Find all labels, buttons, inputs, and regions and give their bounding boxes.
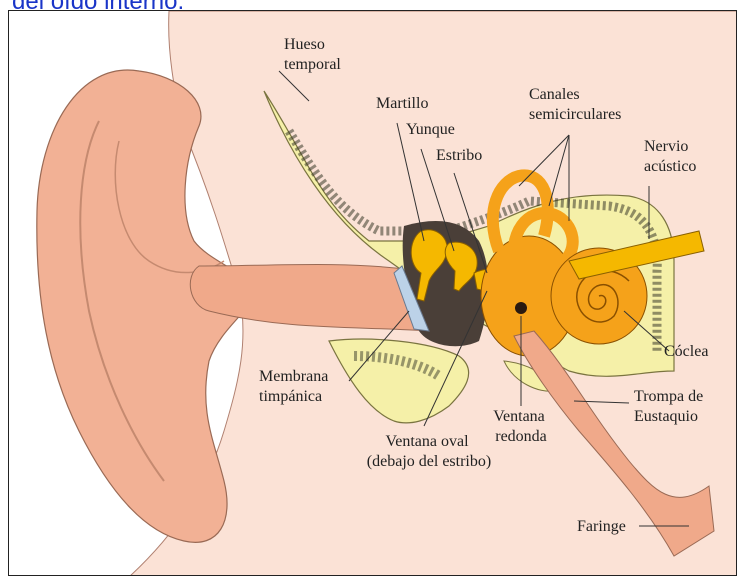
ear-diagram: Hueso temporal Martillo Yunque Estribo C… — [9, 11, 737, 576]
label-estribo: Estribo — [436, 147, 482, 164]
label-faringe: Faringe — [577, 518, 626, 535]
round-window — [515, 302, 527, 314]
label-martillo: Martillo — [376, 95, 428, 112]
label-coclea: Cóclea — [664, 343, 708, 360]
ear-anatomy-figure: Hueso temporal Martillo Yunque Estribo C… — [8, 10, 737, 576]
label-yunque: Yunque — [406, 121, 455, 138]
